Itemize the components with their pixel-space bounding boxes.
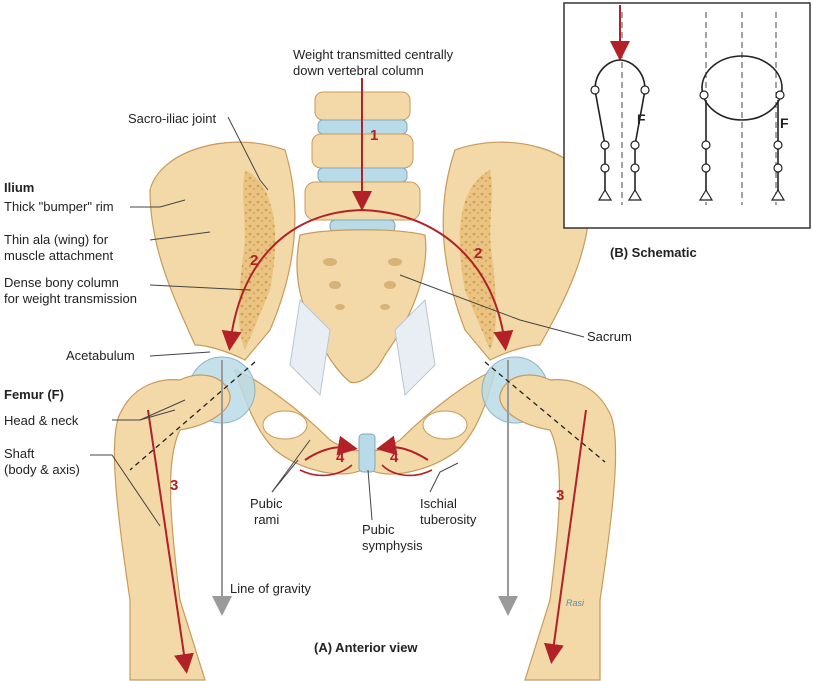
marker-2-left: 2 (250, 252, 258, 269)
right-dense-column (459, 170, 497, 350)
artist-signature: Rasi (566, 598, 585, 608)
schematic-f-right: F (780, 115, 789, 131)
schematic-right-ring (701, 55, 783, 121)
label-pubic-rami-2: rami (254, 512, 279, 527)
label-pubic-rami-1: Pubic (250, 496, 283, 511)
label-ischial-2: tuberosity (420, 512, 477, 527)
left-dense-column (238, 170, 276, 350)
label-thin-ala-1: Thin ala (wing) for (4, 232, 109, 247)
label-dense-column-2: for weight transmission (4, 291, 137, 306)
right-neck-axis (484, 361, 606, 463)
arrow-4-left (304, 435, 358, 461)
schematic-frame (563, 2, 811, 229)
marker-3-left: 3 (170, 477, 178, 494)
label-schematic: (B) Schematic (610, 245, 697, 260)
label-pubic-symphysis-1: Pubic (362, 522, 395, 537)
label-ischial-1: Ischial (420, 496, 457, 511)
marker-4-right: 4 (390, 449, 399, 466)
arrow-3-right (543, 409, 587, 664)
label-sacrum: Sacrum (587, 329, 632, 344)
label-dense-column-1: Dense bony column (4, 275, 119, 290)
arrow-4-right-lower (381, 464, 433, 477)
arrow-4-right (376, 435, 429, 461)
label-line-of-gravity: Line of gravity (230, 581, 311, 596)
label-shaft-1: Shaft (4, 446, 35, 461)
label-bumper-rim: Thick "bumper" rim (4, 199, 114, 214)
leader-lines (90, 116, 585, 527)
label-pubic-symphysis-2: symphysis (362, 538, 423, 553)
marker-3-right: 3 (556, 487, 564, 504)
schematic-f-left: F (637, 111, 646, 127)
right-ligament (394, 298, 436, 397)
arrow-3-left (147, 409, 194, 674)
left-obturator-foramen (262, 410, 308, 440)
label-acetabulum: Acetabulum (66, 348, 135, 363)
left-femur (113, 374, 231, 681)
label-weight-line1: Weight transmitted centrally (293, 47, 454, 62)
arrow-2-right (361, 209, 514, 351)
sacral-foramina (323, 258, 402, 310)
schematic-panel: F F (563, 2, 811, 229)
label-shaft-2: (body & axis) (4, 462, 80, 477)
label-anterior-view: (A) Anterior view (314, 640, 418, 655)
label-thin-ala-2: muscle attachment (4, 248, 113, 263)
pelvis-illustration (113, 91, 617, 681)
label-head-neck: Head & neck (4, 413, 79, 428)
label-weight-line2: down vertebral column (293, 63, 424, 78)
right-femur (499, 374, 617, 681)
marker-4-left: 4 (336, 449, 345, 466)
marker-2-right: 2 (474, 245, 482, 262)
right-obturator-foramen (422, 410, 468, 440)
force-arrows (147, 78, 587, 674)
schematic-left-ring (594, 59, 646, 146)
pubic-symphysis-disc (358, 433, 376, 473)
left-ligament (289, 298, 331, 397)
label-ilium: Ilium (4, 180, 34, 195)
left-neck-axis (129, 361, 256, 471)
marker-1: 1 (370, 127, 378, 144)
label-femur: Femur (F) (4, 387, 64, 402)
arrow-2-left (221, 209, 363, 351)
arrow-4-left-lower (299, 464, 353, 477)
label-sacroiliac-joint: Sacro-iliac joint (128, 111, 217, 126)
